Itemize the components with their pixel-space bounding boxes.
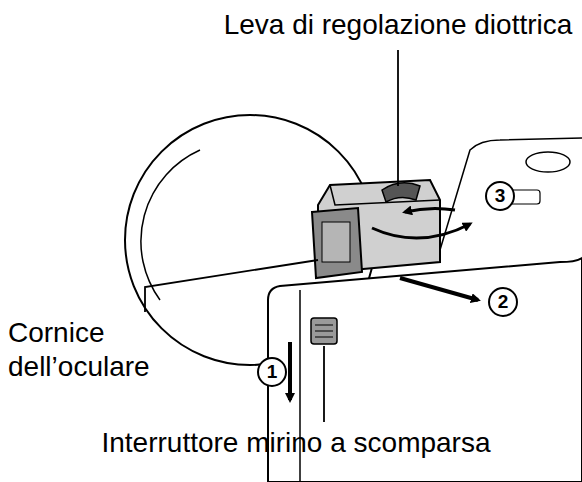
switch-grip — [315, 325, 333, 337]
rotate-arrow — [405, 208, 455, 212]
viewfinder-housing — [318, 180, 440, 272]
callout-number: 2 — [488, 287, 518, 317]
lens — [125, 115, 375, 365]
callout-number: 1 — [257, 357, 287, 387]
pull-arrow — [400, 278, 478, 300]
rotate-arrow — [372, 224, 470, 238]
top-plate — [440, 138, 582, 250]
slide-arrow — [288, 342, 292, 400]
eyepiece-window — [322, 222, 350, 262]
part-label: Interruttore mirino a scomparsa — [101, 426, 490, 460]
lens-ring — [141, 150, 200, 300]
leader-line — [397, 50, 399, 186]
mode-dial — [526, 152, 570, 172]
popup-switch — [311, 318, 337, 344]
leader-line — [145, 260, 318, 312]
eyecup — [312, 208, 362, 278]
part-label: Leva di regolazione diottrica — [224, 8, 573, 42]
leader-line — [323, 346, 325, 422]
callout-number: 3 — [485, 181, 515, 211]
diopter-lever — [382, 183, 420, 202]
part-label: Cornice dell’oculare — [8, 316, 198, 384]
